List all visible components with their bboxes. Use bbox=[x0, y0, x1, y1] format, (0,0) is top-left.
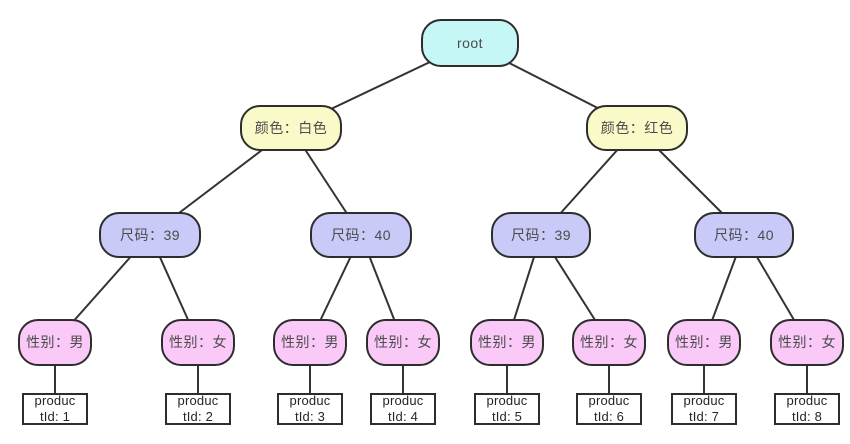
node-label: 性别：女 bbox=[374, 334, 432, 350]
tree-node-product-6: produc tId: 6 bbox=[576, 393, 642, 425]
node-label: 性别：女 bbox=[580, 334, 638, 350]
node-label: 性别：女 bbox=[169, 334, 227, 350]
tree-node-size-40-left: 尺码：40 bbox=[310, 212, 412, 258]
node-label: produc tId: 7 bbox=[683, 393, 725, 424]
tree-node-product-3: produc tId: 3 bbox=[277, 393, 343, 425]
node-label: produc tId: 3 bbox=[289, 393, 331, 424]
node-label: produc tId: 4 bbox=[382, 393, 424, 424]
tree-node-product-7: produc tId: 7 bbox=[671, 393, 737, 425]
tree-node-color-red: 颜色：红色 bbox=[586, 105, 688, 151]
tree-node-gender-4: 性别：女 bbox=[366, 318, 440, 366]
tree-node-gender-1: 性别：男 bbox=[18, 318, 92, 366]
tree-node-product-1: produc tId: 1 bbox=[22, 393, 88, 425]
tree-node-product-5: produc tId: 5 bbox=[474, 393, 540, 425]
tree-node-product-2: produc tId: 2 bbox=[165, 393, 231, 425]
node-label: 尺码：39 bbox=[119, 227, 181, 243]
node-label: 性别：男 bbox=[478, 334, 536, 350]
node-label: 尺码：40 bbox=[330, 227, 392, 243]
tree-node-product-8: produc tId: 8 bbox=[774, 393, 840, 425]
node-label: 颜色：红色 bbox=[600, 120, 674, 136]
node-label: root bbox=[456, 35, 484, 51]
node-label: 性别：女 bbox=[778, 334, 836, 350]
node-label: 尺码：39 bbox=[510, 227, 572, 243]
tree-node-size-40-right: 尺码：40 bbox=[694, 212, 794, 258]
node-label: 性别：男 bbox=[675, 334, 733, 350]
node-label: produc tId: 5 bbox=[486, 393, 528, 424]
tree-node-product-4: produc tId: 4 bbox=[370, 393, 436, 425]
node-label: 尺码：40 bbox=[713, 227, 775, 243]
tree-node-root: root bbox=[421, 19, 519, 67]
node-label: produc tId: 8 bbox=[786, 393, 828, 424]
tree-node-gender-5: 性别：男 bbox=[470, 318, 544, 366]
tree-node-size-39-left: 尺码：39 bbox=[99, 212, 201, 258]
tree-node-gender-6: 性别：女 bbox=[572, 318, 646, 366]
node-label: produc tId: 1 bbox=[34, 393, 76, 424]
tree-node-gender-8: 性别：女 bbox=[770, 318, 844, 366]
tree-node-gender-2: 性别：女 bbox=[161, 318, 235, 366]
tree-node-gender-7: 性别：男 bbox=[667, 318, 741, 366]
tree-node-gender-3: 性别：男 bbox=[273, 318, 347, 366]
node-label: produc tId: 2 bbox=[177, 393, 219, 424]
node-label: 性别：男 bbox=[281, 334, 339, 350]
node-label: 颜色：白色 bbox=[254, 120, 328, 136]
tree-node-color-white: 颜色：白色 bbox=[240, 105, 342, 151]
node-label: 性别：男 bbox=[26, 334, 84, 350]
node-label: produc tId: 6 bbox=[588, 393, 630, 424]
tree-node-size-39-right: 尺码：39 bbox=[491, 212, 591, 258]
